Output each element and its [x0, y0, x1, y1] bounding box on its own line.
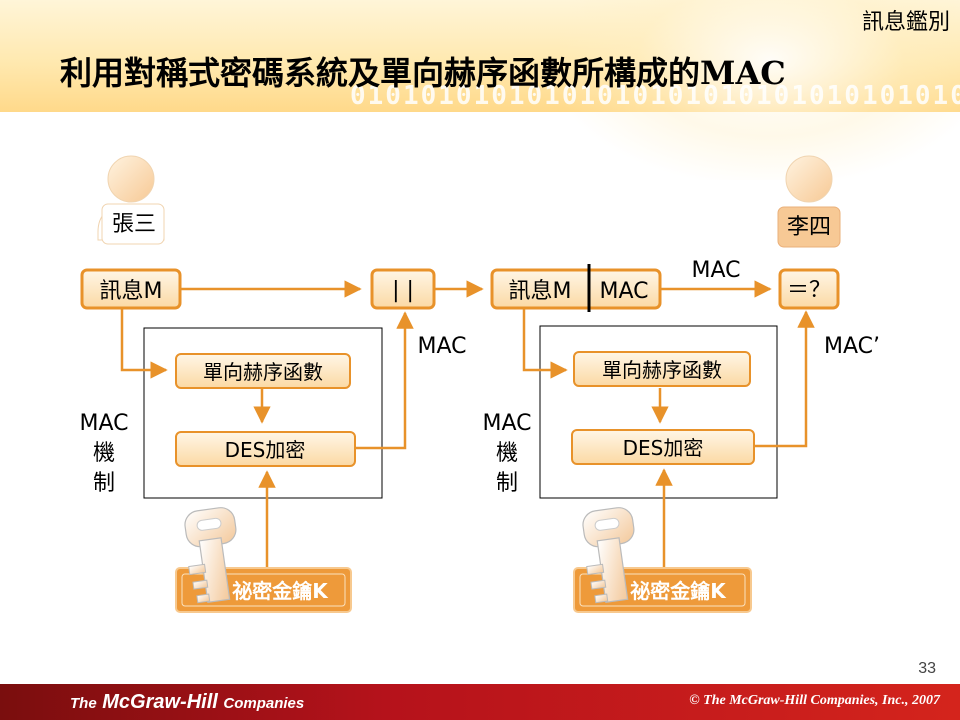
header-banner: 0101010101010101010101010101010101010101…	[0, 0, 960, 180]
concat-box	[370, 268, 436, 310]
copyright-text: © The McGraw-Hill Companies, Inc., 2007	[689, 693, 940, 708]
receiver-person-icon	[777, 155, 841, 248]
arrow-right-des-to-compare	[754, 310, 815, 448]
arrow-message-to-left-hash	[120, 308, 168, 379]
compare-label: ＝？	[787, 278, 831, 303]
right-key-icon	[582, 507, 635, 604]
logo-companies: Companies	[223, 695, 305, 712]
right-hash-label: 單向赫序函數	[602, 358, 722, 382]
left-mac-output-label: MAC	[417, 334, 466, 359]
left-des-label: DES加密	[225, 438, 306, 462]
page-number: 33	[918, 660, 936, 677]
left-mechanism-label-line3: 制	[93, 471, 115, 496]
receiver-name: 李四	[787, 215, 831, 240]
right-mechanism-label-line2: 機	[496, 441, 518, 466]
compare-box	[778, 268, 840, 310]
right-des-label: DES加密	[623, 436, 704, 460]
left-hash-box	[175, 353, 351, 389]
mac-prime-label: MAC’	[824, 334, 880, 359]
footer-bar: The McGraw-Hill Companies © The McGraw-H…	[0, 684, 960, 720]
sender-person-icon	[97, 155, 165, 245]
left-message-label: 訊息M	[100, 279, 163, 304]
arrow-left-des-to-concat	[355, 311, 414, 450]
left-hash-label: 單向赫序函數	[203, 360, 323, 384]
publisher-logo: The McGraw-Hill Companies	[70, 690, 304, 716]
right-mac-mechanism-frame	[539, 325, 778, 499]
left-mechanism-label-line2: 機	[93, 441, 115, 466]
left-mac-mechanism-frame	[143, 327, 383, 499]
left-mechanism-label-line1: MAC	[79, 411, 128, 436]
right-message-label: 訊息M	[509, 279, 572, 304]
slide-title-latin: MAC	[700, 54, 786, 92]
header-glow	[560, 0, 960, 180]
right-hash-box	[573, 351, 751, 387]
logo-brand: McGraw-Hill	[102, 691, 218, 713]
left-key-icon	[184, 507, 237, 604]
message-mac-box	[490, 264, 662, 312]
slide-title: 利用對稱式密碼系統及單向赫序函數所構成的MAC	[60, 48, 786, 94]
section-label: 訊息鑑別	[861, 10, 950, 35]
left-message-box	[80, 268, 182, 310]
sender-name: 張三	[112, 212, 156, 237]
right-key-label: 祕密金鑰K	[629, 579, 727, 603]
right-mechanism-label-line1: MAC	[482, 411, 531, 436]
slide-title-cjk: 利用對稱式密碼系統及單向赫序函數所構成的	[60, 54, 701, 92]
right-des-box	[571, 429, 755, 465]
left-key-label: 祕密金鑰K	[231, 579, 329, 603]
logo-the: The	[70, 695, 97, 712]
mac-top-label: MAC	[691, 258, 740, 283]
concat-label: | |	[392, 278, 414, 303]
arrow-message-to-right-hash	[522, 308, 568, 379]
left-des-box	[175, 431, 356, 467]
message-mac-label: MAC	[599, 279, 648, 304]
right-mechanism-label-line3: 制	[496, 471, 518, 496]
binary-pattern: 0101010101010101010101010101010101010101…	[350, 82, 960, 110]
